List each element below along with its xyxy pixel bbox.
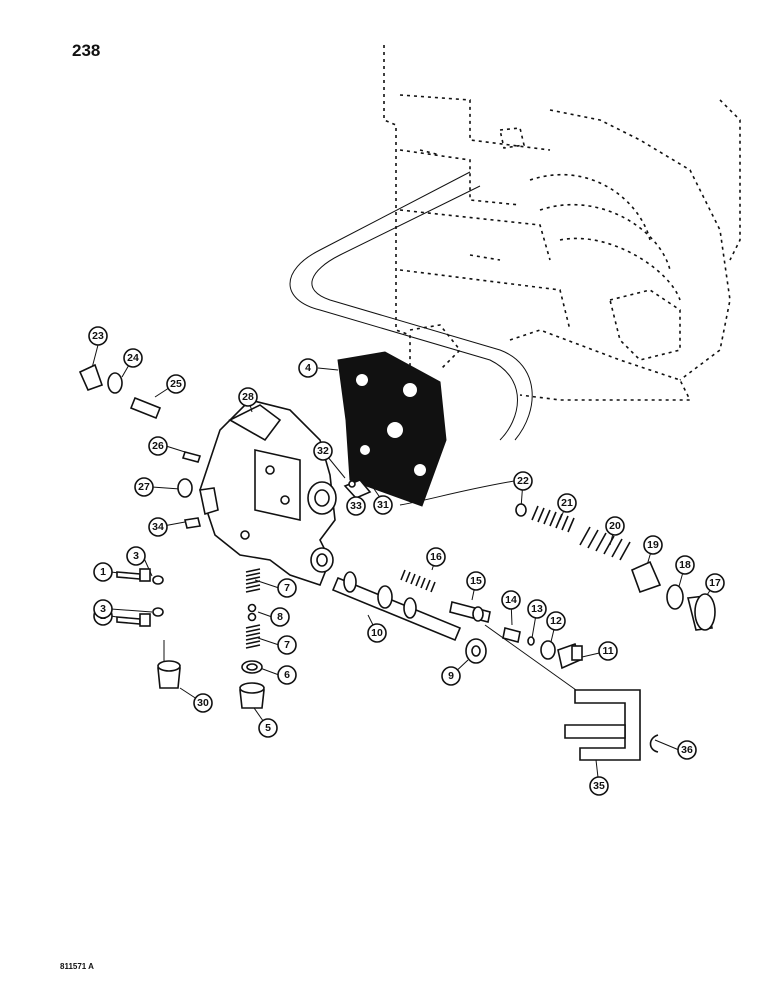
bolts-and-washers — [116, 568, 164, 627]
svg-text:15: 15 — [470, 575, 482, 587]
page-number: 238 — [72, 41, 101, 60]
callout-17: 17 — [705, 573, 725, 593]
callout-28: 28 — [238, 387, 258, 407]
svg-text:7: 7 — [284, 639, 290, 651]
svg-text:34: 34 — [152, 521, 164, 533]
callout-9: 9 — [441, 666, 461, 686]
callout-4: 4 — [298, 358, 318, 378]
svg-text:21: 21 — [561, 497, 573, 509]
svg-text:13: 13 — [531, 603, 543, 615]
svg-text:8: 8 — [277, 611, 283, 623]
svg-text:23: 23 — [92, 330, 104, 342]
callout-15: 15 — [466, 571, 486, 591]
callout-34: 34 — [148, 517, 168, 537]
callout-3-lower: 3 — [93, 599, 113, 619]
svg-text:3: 3 — [133, 550, 139, 562]
callout-36: 36 — [677, 740, 697, 760]
callout-16: 16 — [426, 547, 446, 567]
callout-19: 19 — [643, 535, 663, 555]
svg-text:16: 16 — [430, 551, 442, 563]
svg-text:10: 10 — [371, 627, 383, 639]
callout-20: 20 — [605, 516, 625, 536]
valve-body — [199, 399, 337, 586]
callout-5: 5 — [258, 718, 278, 738]
svg-text:20: 20 — [609, 520, 621, 532]
svg-text:4: 4 — [305, 362, 311, 374]
callout-14: 14 — [501, 590, 521, 610]
svg-text:7: 7 — [284, 582, 290, 594]
svg-text:5: 5 — [265, 722, 271, 734]
callout-13: 13 — [527, 599, 547, 619]
svg-text:1: 1 — [100, 566, 106, 578]
callout-23: 23 — [88, 326, 108, 346]
callout-30: 30 — [193, 693, 213, 713]
callout-33: 33 — [346, 496, 366, 516]
svg-text:30: 30 — [197, 697, 209, 709]
callout-11: 11 — [598, 641, 618, 661]
callout-26: 26 — [148, 436, 168, 456]
svg-text:3: 3 — [100, 603, 106, 615]
svg-text:11: 11 — [602, 645, 613, 657]
callout-18: 18 — [675, 555, 695, 575]
callout-12: 12 — [546, 611, 566, 631]
callout-32: 32 — [313, 441, 333, 461]
callout-35: 35 — [589, 776, 609, 796]
svg-text:9: 9 — [448, 670, 454, 682]
svg-text:22: 22 — [517, 475, 529, 487]
svg-text:31: 31 — [377, 499, 389, 511]
right-side-valve-parts — [515, 503, 716, 631]
svg-text:14: 14 — [505, 594, 517, 606]
callout-8: 8 — [270, 607, 290, 627]
svg-text:12: 12 — [550, 615, 562, 627]
svg-text:28: 28 — [242, 391, 254, 403]
callout-27: 27 — [134, 477, 154, 497]
callout-24: 24 — [123, 348, 143, 368]
gasket — [337, 351, 447, 507]
check-valve-parts — [157, 568, 265, 709]
callout-21: 21 — [557, 493, 577, 513]
routing-lines — [289, 171, 533, 506]
callout-31: 31 — [373, 495, 393, 515]
callout-3-upper: 3 — [126, 546, 146, 566]
svg-text:25: 25 — [170, 378, 182, 390]
spool-assembly — [331, 569, 583, 670]
svg-text:6: 6 — [284, 669, 290, 681]
svg-text:35: 35 — [593, 780, 605, 792]
svg-text:32: 32 — [317, 445, 329, 457]
svg-text:26: 26 — [152, 440, 164, 452]
svg-text:24: 24 — [127, 352, 139, 364]
svg-text:18: 18 — [679, 559, 691, 571]
callout-7-upper: 7 — [277, 578, 297, 598]
callout-25: 25 — [166, 374, 186, 394]
callout-22: 22 — [513, 471, 533, 491]
callout-1: 1 — [93, 562, 113, 582]
bracket-and-clip — [564, 689, 659, 761]
callout-10: 10 — [367, 623, 387, 643]
svg-text:33: 33 — [350, 500, 362, 512]
reference-code: 811571 A — [60, 962, 94, 971]
callout-7-lower: 7 — [277, 635, 297, 655]
transmission-housing-outline — [383, 45, 741, 401]
callout-6: 6 — [277, 665, 297, 685]
svg-text:19: 19 — [647, 539, 659, 551]
top-left-fittings — [78, 363, 372, 529]
svg-text:17: 17 — [709, 577, 721, 589]
svg-text:36: 36 — [681, 744, 693, 756]
svg-text:27: 27 — [138, 481, 150, 493]
